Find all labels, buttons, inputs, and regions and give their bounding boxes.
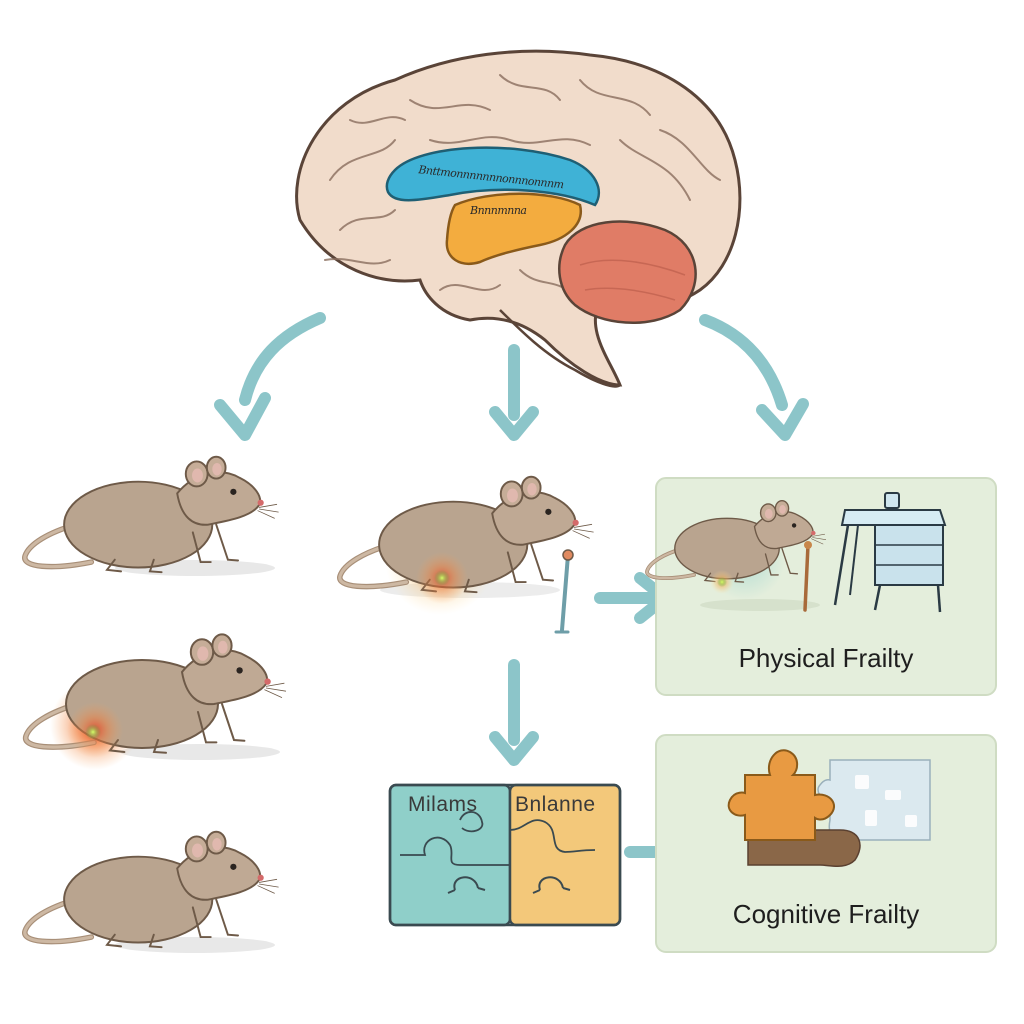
brain-to-left-arrow [214,312,326,441]
brain-region-label: Bnnnmnna [470,204,527,217]
rat-icon [25,832,279,953]
rat-icon-inflamed [26,634,286,770]
brain-to-right-arrow [699,314,809,441]
cognitive-frailty-panel [655,734,997,953]
brain-to-center-arrow [489,344,539,441]
center-to-puzzle-arrow [489,659,539,766]
cane-icon [554,549,574,634]
puzzle-icon [388,783,622,927]
cerebellum-region [558,220,697,324]
puzzle-right-label: Bnlanne [515,793,596,816]
puzzle-left-label: Milams [408,793,478,816]
rat-with-cane [340,477,594,634]
table-icon [833,492,947,613]
rat-icon [25,457,279,576]
corpus-callosum-region [385,146,601,207]
physical-frailty-label: Physical Frailty [738,643,914,673]
cognitive-frailty-label: Cognitive Frailty [732,899,920,929]
midbrain-region [445,192,583,265]
cane-icon [803,543,810,612]
brain-icon [295,49,742,388]
physical-frailty-panel [645,477,997,696]
